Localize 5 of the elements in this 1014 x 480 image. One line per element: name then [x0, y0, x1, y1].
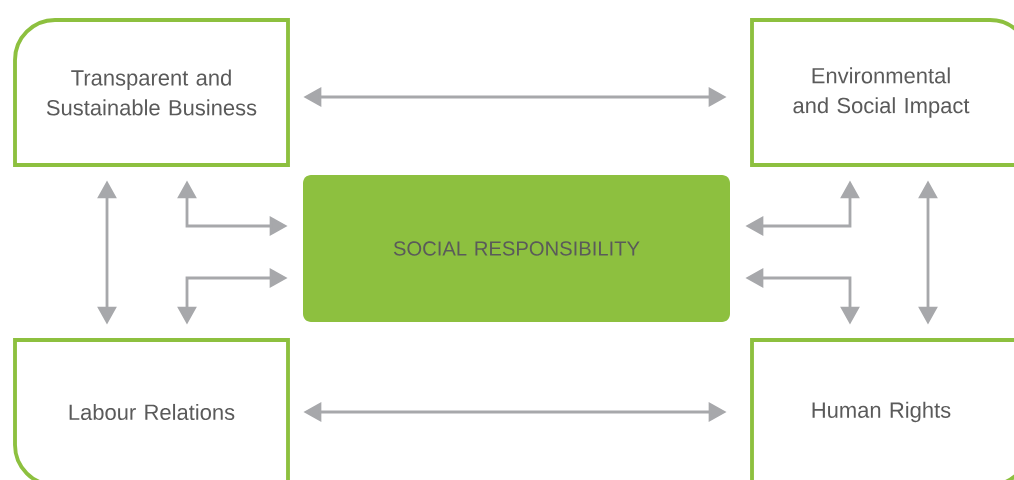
topic-box: Labour Relations: [13, 338, 290, 480]
topic-box: Human Rights: [750, 338, 1014, 480]
topic-box: Transparent and Sustainable Business: [13, 18, 290, 167]
process-box: SOCIAL RESPONSIBILITY: [303, 175, 730, 322]
topic-box: Environmental and Social Impact: [750, 18, 1014, 167]
